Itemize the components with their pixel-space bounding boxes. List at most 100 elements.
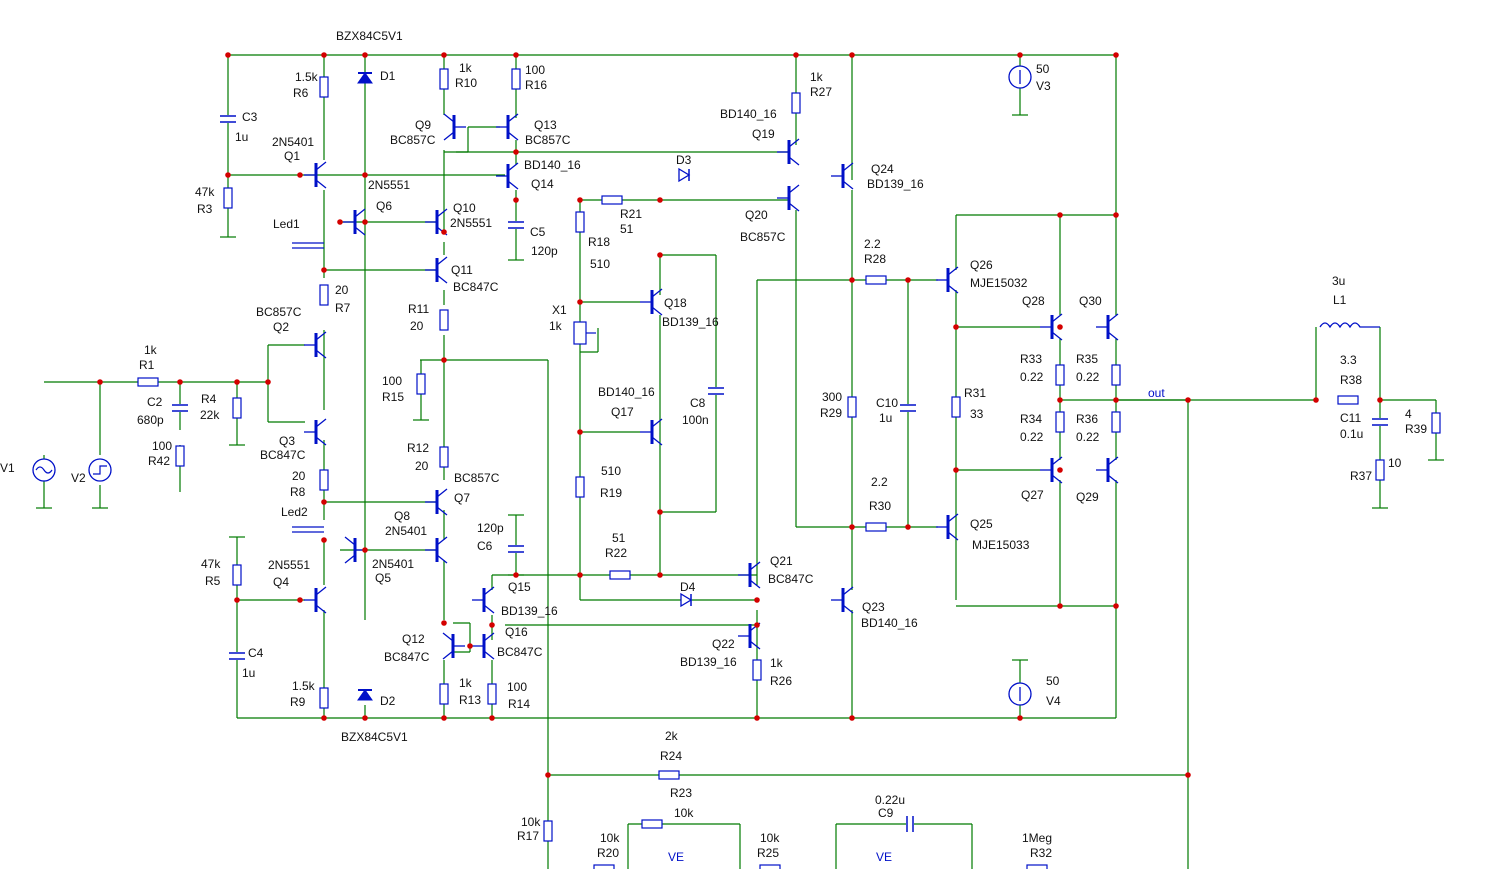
c6-value: 120p [477,521,504,535]
resistor-r19 [575,476,585,498]
r39-value: 4 [1405,407,1412,421]
r3-value: 47k [195,185,215,199]
r36-label: R36 [1076,412,1098,426]
junction-dot [1017,715,1023,721]
junction-dot [1113,212,1119,218]
transistor-q29-emitter [1107,474,1119,484]
r31-label: R31 [964,386,986,400]
junction-dot [849,52,855,58]
r36-value: 0.22 [1076,430,1100,444]
junction-dot [1057,467,1063,473]
junction-dot [362,219,368,225]
junction-dot [441,715,447,721]
junction-dot [793,52,799,58]
resistor-r33 [1055,364,1065,386]
r26-value: 1k [770,656,784,670]
transistor-q27-emitter [1051,474,1063,484]
junction-dot [321,52,327,58]
q12-part: BC847C [384,650,430,664]
junction-dot [337,219,343,225]
q8-part: 2N5401 [385,524,427,538]
d1-label: D1 [380,69,396,83]
resistor-r35 [1111,364,1121,386]
resistor-r36 [1111,411,1121,433]
resistor-r3 [223,187,233,209]
resistor-r37 [1375,459,1385,481]
junction-dot [657,572,663,578]
q19-part: BD140_16 [720,107,777,121]
q22-label: Q22 [712,637,735,651]
r42-value: 100 [152,439,172,453]
r25-label: R25 [757,846,779,860]
transistor-q11-emitter [436,274,448,284]
r12-value: 20 [415,459,429,473]
q14-label: Q14 [531,177,554,191]
r17-value: 10k [521,815,541,829]
c11-value: 0.1u [1340,427,1363,441]
v3-value: 50 [1036,62,1050,76]
transistor-q20-collector [788,184,800,194]
resistor-r31 [951,396,961,418]
transistor-q26-collector [947,266,959,276]
transistor-q24-collector [842,162,854,172]
q20-part: BC857C [740,230,786,244]
q2-part: BC857C [256,305,302,319]
r14-value: 100 [507,680,527,694]
junction-dot [1057,212,1063,218]
c10-label: C10 [876,396,898,410]
resistor-r32 [1026,864,1048,869]
c3-value: 1u [235,130,248,144]
transistor-q22-emitter [749,640,761,650]
transistor-q12-collector [442,632,454,642]
junction-dot [513,572,519,578]
led1-label: Led1 [273,217,300,231]
junction-dot [441,229,447,235]
r3-label: R3 [197,202,213,216]
r33-value: 0.22 [1020,370,1044,384]
transistor-q17-emitter [651,436,663,446]
junction-dot [1113,52,1119,58]
junction-dot [225,172,231,178]
r35-label: R35 [1076,352,1098,366]
junction-dot [577,572,583,578]
c11-label: C11 [1340,411,1361,425]
r35-value: 0.22 [1076,370,1100,384]
r5-value: 47k [201,557,221,571]
x1-label: X1 [552,303,567,317]
r15-label: R15 [382,390,404,404]
resistor-r21 [601,195,623,205]
q16-label: Q16 [505,625,528,639]
d4-label: D4 [680,580,696,594]
c4-label: C4 [248,646,264,660]
r24-label: R24 [660,749,682,763]
junction-dot [849,277,855,283]
transistor-q4-collector [315,586,327,596]
junction-dot [1185,397,1191,403]
q3-label: Q3 [279,434,295,448]
ve2-label: VE [876,850,892,864]
v2-step-icon [93,465,107,475]
transistor-q26-emitter [947,284,959,294]
r19-value: 510 [601,464,621,478]
q19-label: Q19 [752,127,775,141]
junction-dot [905,277,911,283]
r39-label: R39 [1405,422,1427,436]
junction-dot [1057,603,1063,609]
r37-label: R37 [1350,469,1372,483]
resistor-r23 [641,819,663,829]
r8-label: R8 [290,485,306,499]
zener-d2-body [357,689,373,701]
junction-dot [177,379,183,385]
transistor-q29-collector [1107,456,1119,466]
q11-part: BC847C [453,280,499,294]
r11-value: 20 [410,319,424,333]
q15-part: BD139_16 [501,604,558,618]
transistor-q14-emitter [507,180,519,190]
resistor-r17 [543,820,553,842]
c8-label: C8 [690,396,706,410]
resistor-r8 [319,469,329,491]
resistor-r18 [575,211,585,233]
r13-label: R13 [459,693,481,707]
transistor-q9-emitter [443,131,455,141]
r10-label: R10 [455,76,477,90]
